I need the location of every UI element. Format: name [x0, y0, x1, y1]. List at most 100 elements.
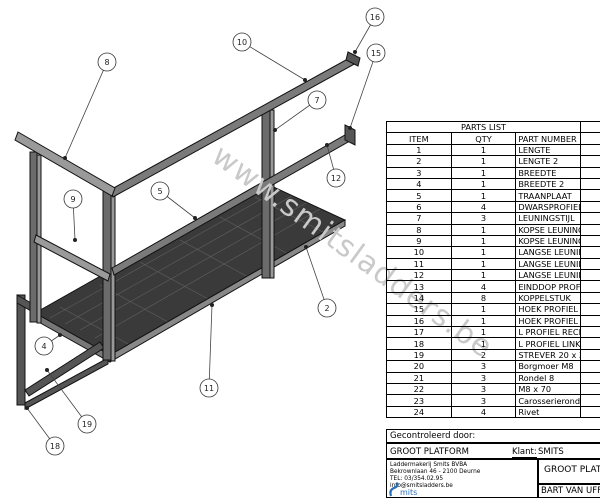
- parts-cell-name: Rivet: [515, 405, 581, 419]
- wall-bracket: [16, 294, 109, 410]
- parts-cell-item: 14: [386, 291, 452, 305]
- balloon-circle: [199, 378, 219, 398]
- parts-cell-qty: 4: [450, 405, 517, 419]
- header-part-number: PART NUMBER: [515, 132, 581, 145]
- balloon-circle: [34, 336, 54, 356]
- parts-cell-name: DWARSPROFIEL GROOT PLATFORM: [515, 200, 581, 214]
- balloon-leader: [64, 61, 108, 159]
- parts-cell-name: HOEK PROFIEL 40: [515, 303, 581, 316]
- company-address: Bekrownlaan 46 - 2100 Deurne: [390, 469, 481, 475]
- balloon-leader: [241, 41, 306, 81]
- client-value: SMITS: [538, 447, 564, 457]
- mid-rail-side: [33, 234, 111, 282]
- parts-cell-name: BREEDTE 2: [515, 177, 581, 191]
- balloon-number: 18: [50, 442, 60, 451]
- parts-cell-qty: 1: [450, 269, 517, 282]
- parts-cell-qty: 3: [450, 360, 517, 373]
- parts-cell-item: 19: [386, 348, 452, 362]
- parts-cell-qty: 3: [450, 212, 517, 225]
- parts-cell-item: 1: [386, 143, 452, 157]
- parts-cell-item: 8: [386, 223, 452, 236]
- parts-cell-name: TRAANPLAAT: [515, 189, 581, 202]
- parts-cell-name: Rondel 8: [515, 371, 581, 385]
- balloon-anchor-dot: [325, 143, 329, 147]
- balloon-anchor-dot: [25, 406, 29, 410]
- parts-cell-item: 21: [386, 371, 452, 385]
- parts-cell-name: LENGTE: [515, 143, 581, 157]
- parts-cell-name: M8 x 70: [515, 382, 581, 396]
- balloon-circle: [365, 7, 385, 27]
- balloon-number: 5: [157, 187, 162, 196]
- balloon-circle: [63, 189, 83, 209]
- parts-cell-qty: 1: [450, 337, 517, 350]
- parts-cell-qty: 4: [450, 200, 517, 214]
- company-tel: TEL: 03/354.02.95: [390, 476, 444, 482]
- balloon-number: 11: [204, 384, 214, 393]
- balloon-leader: [349, 52, 377, 129]
- parts-cell-name: STREVER 20 x 35: [515, 348, 581, 362]
- parts-cell-qty: 1: [450, 166, 517, 179]
- balloon-number: 9: [70, 195, 75, 204]
- parts-cell-name: L PROFIEL LINKS: [515, 337, 581, 350]
- parts-cell-qty: 1: [450, 155, 517, 168]
- balloon-number: 19: [82, 420, 92, 429]
- drawing-title: GROOT PLATF: [544, 465, 600, 475]
- balloon-anchor-dot: [45, 368, 49, 372]
- parts-cell-item: 23: [386, 394, 452, 407]
- balloon-number: 15: [371, 49, 381, 58]
- parts-cell-name: LANGSE LEUNING - 2 - 0,5M: [515, 269, 581, 282]
- balloon-circle: [150, 181, 170, 201]
- balloon-number: 8: [104, 58, 109, 67]
- parts-cell-name: LEUNINGSTIJL: [515, 212, 581, 225]
- parts-cell-item: 2: [386, 155, 452, 168]
- parts-cell-qty: 3: [450, 394, 517, 407]
- parts-cell-qty: 3: [450, 371, 517, 385]
- parts-cell-name: KOPPELSTUK: [515, 291, 581, 305]
- parts-cell-item: 15: [386, 303, 452, 316]
- parts-cell-name: KOPSE LEUNING: [515, 223, 581, 236]
- title-block: Gecontroleerd door: GROOT PLATFORM Klant…: [386, 429, 600, 498]
- balloon-leader: [208, 304, 213, 389]
- balloon-circle: [232, 32, 252, 52]
- company-logo: mits: [389, 482, 417, 497]
- parts-cell-name: Carosserierondel 8: [515, 394, 581, 407]
- balloon-anchor-dot: [73, 238, 77, 242]
- parts-cell-item: 9: [386, 234, 452, 248]
- parts-cell-name: BREEDTE: [515, 166, 581, 179]
- balloon-anchor-dot: [348, 126, 352, 130]
- parts-cell-qty: 4: [450, 280, 517, 293]
- parts-cell-name: KOPSE LEUNING 0,5M: [515, 234, 581, 248]
- parts-cell-qty: 8: [450, 291, 517, 305]
- top-rail-side: [14, 131, 116, 197]
- balloon-anchor-dot: [303, 78, 307, 82]
- parts-cell-name: Borgmoer M8: [515, 360, 581, 373]
- parts-cell-qty: 1: [450, 326, 517, 339]
- balloon-leader: [305, 246, 328, 309]
- balloon-anchor-dot: [193, 216, 197, 220]
- balloon-anchor-dot: [58, 333, 62, 337]
- parts-cell-item: 22: [386, 382, 452, 396]
- parts-cell-name: HOEK PROFIEL 40 - 2: [515, 314, 581, 328]
- parts-cell-qty: 3: [450, 382, 517, 396]
- company-block: Laddermakerij Smits BVBA Bekrownlaan 46 …: [386, 459, 538, 498]
- balloon-circle: [326, 168, 346, 188]
